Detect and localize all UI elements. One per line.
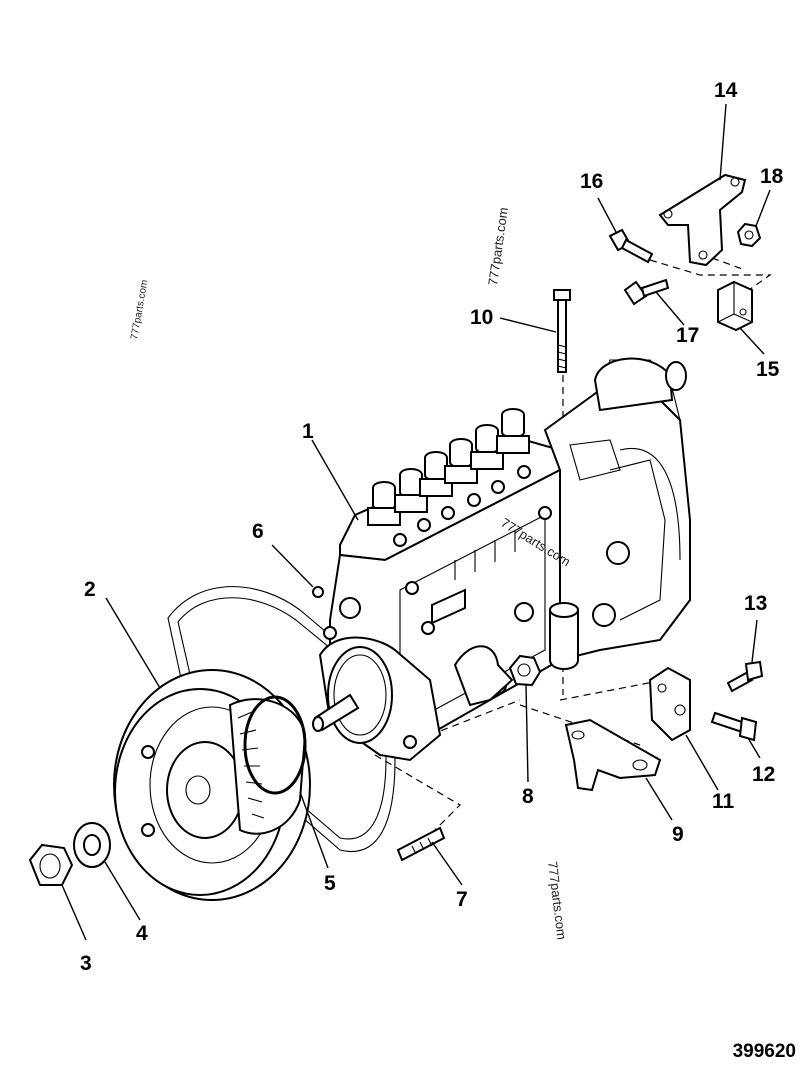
callout-6: 6 xyxy=(252,520,264,543)
support-bracket xyxy=(564,718,662,792)
hex-nut xyxy=(508,654,542,687)
injection-pump-body xyxy=(312,357,691,762)
drive-gear xyxy=(113,669,311,901)
callout-9: 9 xyxy=(672,823,684,846)
callout-15: 15 xyxy=(756,358,780,381)
callout-4: 4 xyxy=(136,922,148,945)
callout-3: 3 xyxy=(80,952,92,975)
nut-18 xyxy=(736,222,762,248)
long-bolt xyxy=(553,289,571,373)
angle-bracket xyxy=(648,666,691,742)
callout-10: 10 xyxy=(470,306,493,329)
callout-17: 17 xyxy=(676,324,699,347)
nut xyxy=(28,843,74,886)
callout-16: 16 xyxy=(580,170,603,193)
watermark: 777parts.com xyxy=(485,206,511,286)
callout-13: 13 xyxy=(744,592,767,615)
callout-2: 2 xyxy=(84,578,96,601)
callout-8: 8 xyxy=(522,785,534,808)
callout-11: 11 xyxy=(712,790,735,813)
o-ring xyxy=(243,695,307,795)
callouts: 1 2 3 4 5 6 7 8 9 10 11 12 13 14 15 16 1… xyxy=(80,79,784,975)
figure-number: 399620 xyxy=(733,1041,796,1062)
callout-12: 12 xyxy=(752,763,775,786)
callout-18: 18 xyxy=(760,165,784,188)
stud xyxy=(396,826,446,862)
callout-7: 7 xyxy=(456,888,468,911)
small-nut xyxy=(312,586,324,598)
callout-5: 5 xyxy=(324,872,336,895)
washer xyxy=(73,822,111,868)
watermark: 777parts.com xyxy=(129,279,150,341)
bolt-13 xyxy=(726,660,764,693)
bolt-12 xyxy=(710,711,758,742)
bolt-17 xyxy=(623,278,670,306)
delivery-valves xyxy=(367,408,531,547)
clamp-block xyxy=(717,280,753,332)
callout-1: 1 xyxy=(302,420,314,443)
callout-14: 14 xyxy=(714,79,738,102)
watermark: 777parts.com xyxy=(545,861,569,941)
leader-lines xyxy=(61,103,771,941)
bolt-16 xyxy=(608,228,654,264)
mounting-plate xyxy=(658,173,747,267)
